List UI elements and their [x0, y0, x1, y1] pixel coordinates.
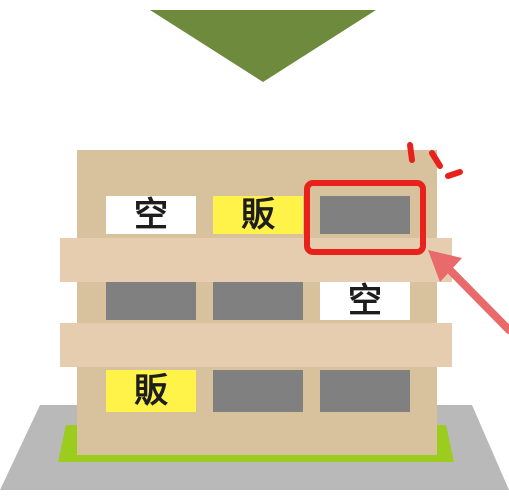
highlight-box-icon — [304, 180, 426, 255]
balcony-band-upper — [60, 238, 452, 282]
window-middle-middle — [213, 282, 303, 320]
window-middle-right — [320, 282, 410, 320]
window-label-top-left: 空 — [134, 195, 168, 235]
down-arrow-icon — [150, 10, 376, 82]
window-bottom-left — [106, 370, 196, 412]
window-top-middle — [213, 196, 303, 234]
window-label-bottom-left: 販 — [134, 371, 168, 411]
attention-marks-icon — [407, 142, 463, 179]
window-middle-left — [106, 282, 196, 320]
window-top-right — [320, 196, 410, 234]
window-label-top-middle: 販 — [241, 195, 275, 235]
pointer-arrow-icon — [428, 250, 509, 334]
window-bottom-middle — [213, 370, 303, 412]
window-bottom-right — [320, 370, 410, 412]
balcony-band-lower — [60, 323, 452, 367]
window-top-left — [106, 196, 196, 234]
window-label-middle-right: 空 — [348, 281, 382, 321]
